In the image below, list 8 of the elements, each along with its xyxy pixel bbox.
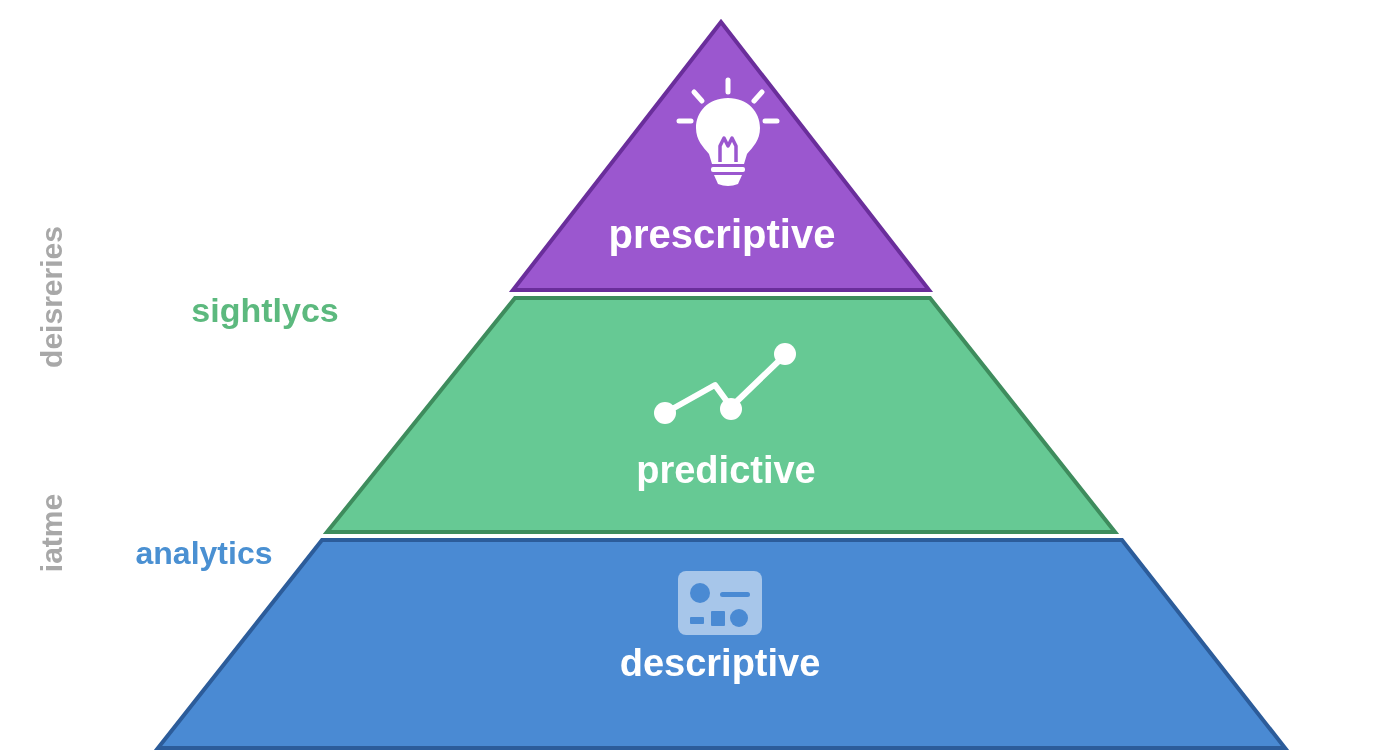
tier-label: descriptive (619, 644, 821, 682)
side-label: sightlycs (191, 293, 339, 327)
tier-label: predictive (636, 451, 816, 489)
tier-label: prescriptive (608, 214, 836, 254)
vertical-label: iatme (37, 493, 67, 573)
side-label: analytics (135, 537, 273, 569)
vertical-label: deisreries (37, 226, 67, 368)
pyramid-tier (509, 18, 933, 294)
